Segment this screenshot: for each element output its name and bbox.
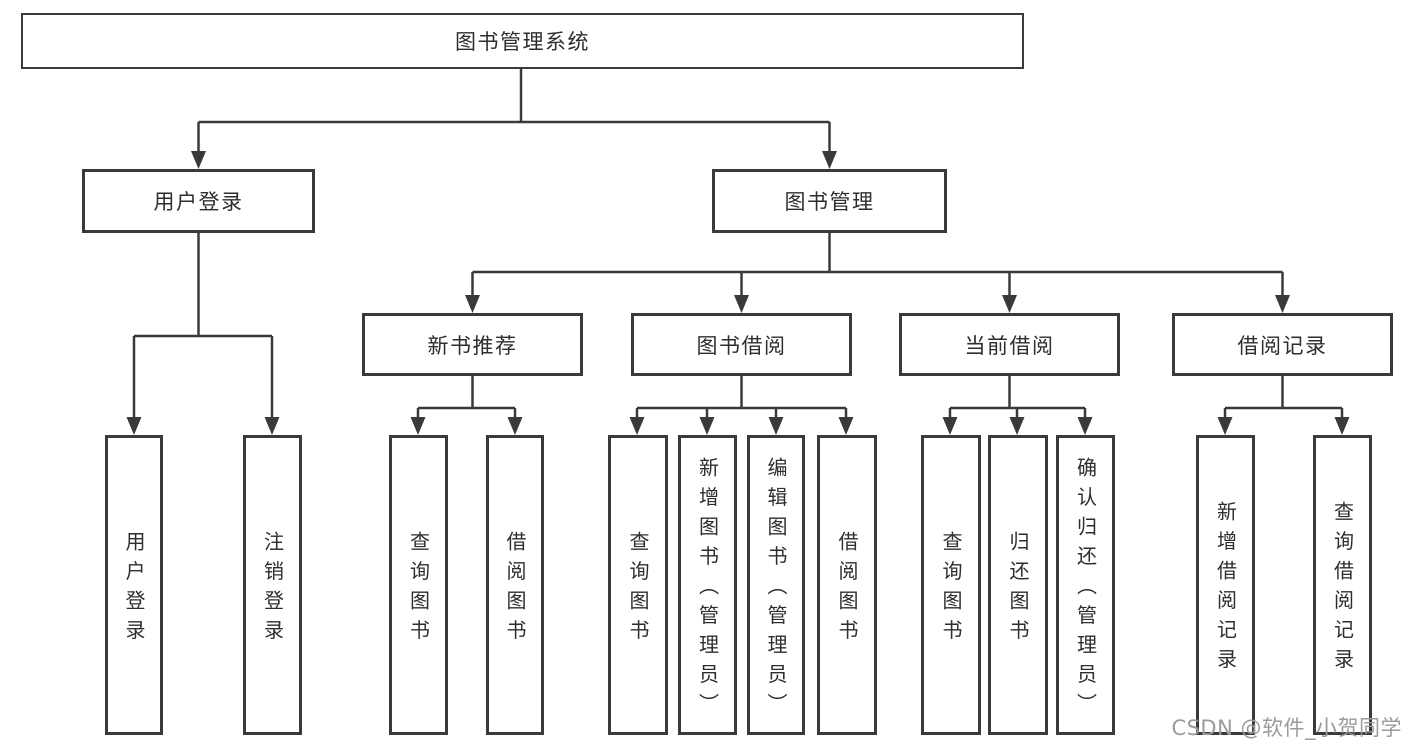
node-new-book-recommend: 新书推荐 (362, 313, 583, 376)
node-current-borrow: 当前借阅 (899, 313, 1120, 376)
leaf-user-login: 用户登录 (105, 435, 163, 735)
leaf-borrow-books-1-label: 借阅图书 (503, 530, 527, 649)
leaf-logout: 注销登录 (243, 435, 302, 735)
leaf-query-books-2-label: 查询图书 (626, 530, 650, 649)
leaf-add-borrow-record: 新增借阅记录 (1196, 435, 1255, 735)
leaf-confirm-return-admin-label: 确认归还（管理员） (1073, 457, 1098, 723)
leaf-confirm-return-admin: 确认归还（管理员） (1056, 435, 1115, 735)
node-current-borrow-label: 当前借阅 (964, 333, 1055, 358)
leaf-query-books-3-label: 查询图书 (939, 530, 963, 649)
leaf-edit-books-admin-label: 编辑图书（管理员） (764, 457, 788, 723)
node-user-login: 用户登录 (82, 169, 315, 233)
leaf-add-borrow-record-label: 新增借阅记录 (1213, 501, 1238, 679)
node-new-book-recommend-label: 新书推荐 (427, 333, 518, 358)
leaf-query-books-3: 查询图书 (921, 435, 981, 735)
node-borrow-records: 借阅记录 (1172, 313, 1393, 376)
leaf-add-books-admin: 新增图书（管理员） (678, 435, 737, 735)
node-system-root-label: 图书管理系统 (455, 30, 590, 54)
leaf-add-books-admin-label: 新增图书（管理员） (695, 457, 720, 723)
csdn-watermark: CSDN @软件_小贺同学 (1171, 716, 1402, 740)
node-book-management-label: 图书管理 (784, 190, 875, 214)
leaf-edit-books-admin: 编辑图书（管理员） (747, 435, 805, 735)
leaf-query-books-1-label: 查询图书 (406, 530, 431, 649)
leaf-borrow-books-1: 借阅图书 (486, 435, 544, 735)
leaf-return-books-label: 归还图书 (1006, 530, 1030, 649)
leaf-query-borrow-record-label: 查询借阅记录 (1330, 501, 1355, 679)
leaf-query-borrow-record: 查询借阅记录 (1313, 435, 1372, 735)
node-book-borrow: 图书借阅 (631, 313, 852, 376)
node-book-management: 图书管理 (712, 169, 947, 233)
leaf-query-books-1: 查询图书 (389, 435, 448, 735)
node-user-login-label: 用户登录 (153, 190, 244, 214)
node-book-borrow-label: 图书借阅 (696, 333, 787, 358)
leaf-logout-label: 注销登录 (260, 530, 285, 649)
leaf-borrow-books-2: 借阅图书 (817, 435, 877, 735)
leaf-query-books-2: 查询图书 (608, 435, 668, 735)
node-system-root: 图书管理系统 (21, 13, 1024, 69)
node-borrow-records-label: 借阅记录 (1237, 333, 1328, 358)
leaf-borrow-books-2-label: 借阅图书 (835, 530, 859, 649)
leaf-user-login-label: 用户登录 (122, 530, 146, 649)
leaf-return-books: 归还图书 (988, 435, 1048, 735)
